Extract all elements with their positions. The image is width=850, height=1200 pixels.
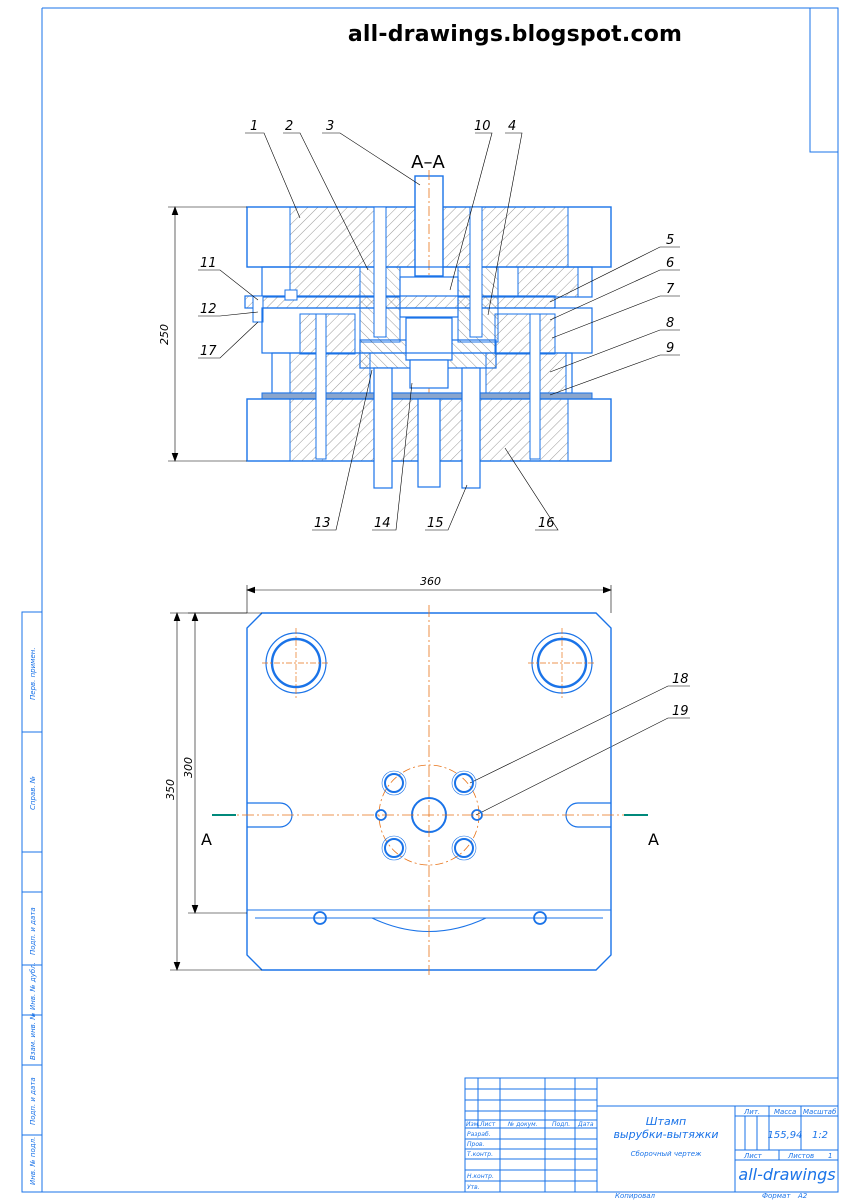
- callout-19: 19: [672, 704, 689, 719]
- dim-height-inner-label: 300: [182, 757, 195, 778]
- tb-h-izm: Изм.: [466, 1121, 480, 1128]
- callout-labels: 1 2 3 10 4 5 6 7 8 9 11 12 17 13 14 15 1…: [200, 119, 689, 719]
- tb-scale: 1:2: [812, 1130, 828, 1141]
- screw-18-tr: [454, 773, 474, 793]
- tb-h-data: Дата: [577, 1121, 594, 1128]
- site-watermark: all-drawings.blogspot.com: [347, 22, 683, 47]
- callout-17: 17: [200, 344, 217, 359]
- tb-h-docno: № докум.: [507, 1121, 538, 1128]
- dim-height-total: [168, 206, 247, 462]
- tb-title-line1: Штамп: [646, 1115, 686, 1128]
- callout-10: 10: [474, 119, 491, 134]
- tb-mass-label: Масса: [774, 1108, 796, 1116]
- callout-15: 15: [427, 516, 444, 531]
- tb-title-line2: вырубки-вытяжки: [613, 1128, 718, 1141]
- callout-6: 6: [666, 256, 674, 271]
- backing-plate: [261, 392, 593, 400]
- stamp-inv-dubl: Инв. № дубл.: [29, 962, 37, 1010]
- section-view: A–A: [158, 152, 612, 489]
- callout-1: 1: [250, 119, 258, 134]
- guide-left: [315, 313, 327, 460]
- title-block: Штамп вырубки-вытяжки Сборочный чертеж И…: [464, 1077, 839, 1200]
- tb-format-label: Формат: [762, 1192, 791, 1200]
- callout-9: 9: [666, 341, 674, 356]
- callout-5: 5: [666, 233, 674, 248]
- tb-sheets-label: Листов: [787, 1152, 814, 1160]
- callout-12: 12: [200, 302, 217, 317]
- stamp-podp-data-1: Подп. и дата: [29, 907, 37, 955]
- tb-scale-label: Масштаб: [803, 1108, 837, 1116]
- tb-lit-label: Лит.: [743, 1108, 760, 1116]
- dim-height-plate-label: 350: [164, 779, 177, 800]
- rod-left: [373, 367, 393, 489]
- tb-mass: 155,94: [768, 1130, 803, 1141]
- plate-outline: [246, 612, 612, 971]
- plan-view: A A 360 350 300: [164, 575, 659, 975]
- section-marker-left: A: [201, 830, 212, 849]
- tb-copied: Копировал: [615, 1192, 656, 1200]
- pin-right-top: [469, 206, 483, 338]
- dim-height-total-label: 250: [158, 324, 171, 345]
- tb-org: all-drawings: [738, 1165, 835, 1184]
- callout-leaders: [198, 132, 690, 816]
- screw-18-tl: [384, 773, 404, 793]
- callout-3: 3: [326, 119, 334, 134]
- callout-16: 16: [538, 516, 555, 531]
- stamp-sprav: Справ. №: [29, 776, 37, 810]
- stamp-perv-primen: Перв. примен.: [29, 647, 37, 700]
- screw-18-br: [454, 838, 474, 858]
- tb-format: A2: [797, 1192, 808, 1200]
- stamp-inv-podl: Инв. № подл.: [29, 1137, 37, 1185]
- rod-right: [461, 367, 481, 489]
- callout-11: 11: [200, 256, 217, 271]
- tb-role-utv: Утв.: [467, 1184, 480, 1191]
- tb-role-tkontr: Т.контр.: [467, 1151, 493, 1158]
- tb-role-razrab: Разраб.: [467, 1131, 491, 1138]
- pin-left-top: [373, 206, 387, 338]
- screw-18-bl: [384, 838, 404, 858]
- tb-role-nkontr: Н.контр.: [467, 1173, 494, 1180]
- stamp-podp-data-2: Подп. и дата: [29, 1077, 37, 1125]
- rod-center: [417, 398, 441, 488]
- tb-role-prov: Пров.: [467, 1141, 485, 1148]
- tb-h-podp: Подп.: [552, 1121, 570, 1128]
- tb-doc-type: Сборочный чертеж: [631, 1150, 702, 1158]
- tb-sheet-label: Лист: [743, 1152, 763, 1160]
- dim-width-label: 360: [420, 575, 441, 588]
- guide-right: [529, 313, 541, 460]
- callout-14: 14: [374, 516, 391, 531]
- section-label: A–A: [411, 152, 445, 173]
- callout-18: 18: [672, 672, 689, 687]
- section-marker-right: A: [648, 830, 659, 849]
- stamp-vzam-inv: Взам. инв. №: [29, 1012, 37, 1060]
- tb-sheets: 1: [828, 1152, 832, 1160]
- callout-4: 4: [508, 119, 516, 134]
- callout-8: 8: [666, 316, 674, 331]
- callout-7: 7: [666, 282, 675, 297]
- callout-2: 2: [285, 119, 293, 134]
- callout-13: 13: [314, 516, 331, 531]
- side-stamp: Перв. примен. Справ. № Подп. и дата Инв.…: [29, 647, 37, 1185]
- tb-h-list: Лист: [479, 1121, 496, 1128]
